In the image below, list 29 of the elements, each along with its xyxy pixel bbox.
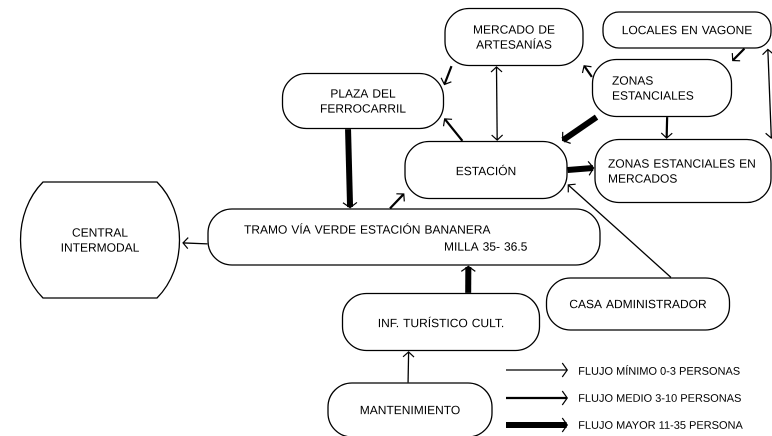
rounded-box: ZONAS ESTANCIALES xyxy=(592,58,732,118)
arrow xyxy=(402,351,414,382)
arrow xyxy=(660,117,673,139)
arrow xyxy=(182,237,208,249)
legend-text: FLUJO MÍNIMO 0-3 PERSONAS xyxy=(579,365,740,375)
arrow xyxy=(762,48,772,139)
arrow xyxy=(582,65,593,78)
arrow xyxy=(567,160,594,176)
rounded-box: ESTACIÓN xyxy=(404,140,568,200)
arrow xyxy=(490,66,504,141)
rounded-box: LOCALES EN VAGONE xyxy=(602,11,772,49)
arrow xyxy=(389,193,405,210)
rounded-box: ZONAS ESTANCIALES EN MERCADOS xyxy=(594,138,772,204)
arrow xyxy=(342,129,358,208)
rounded-box: MANTENIMIENTO xyxy=(327,382,493,436)
arrow xyxy=(568,184,672,278)
arrow xyxy=(442,118,464,142)
arrow xyxy=(440,66,453,86)
rounded-box: TRAMO VÍA VERDE ESTACIÓN BANANERA MILLA 35- 36.5 xyxy=(207,208,601,266)
arrow xyxy=(460,266,476,293)
legend-text: FLUJO MEDIO 3-10 PERSONAS xyxy=(579,394,741,402)
rounded-box: MERCADO DE ARTESANÍAS xyxy=(444,8,584,66)
rounded-box: CASA ADMINISTRADOR xyxy=(546,277,730,331)
rounded-box: INF. TURÍSTICO CULT. xyxy=(342,292,540,352)
legend-text: FLUJO MAYOR 11-35 PERSONA xyxy=(579,421,743,429)
arrow xyxy=(561,114,598,144)
rounded-box: PLAZA DEL FERROCARRIL xyxy=(282,72,444,130)
arrow xyxy=(732,48,746,62)
barrel-node: CENTRAL INTERMODAL xyxy=(20,181,180,299)
